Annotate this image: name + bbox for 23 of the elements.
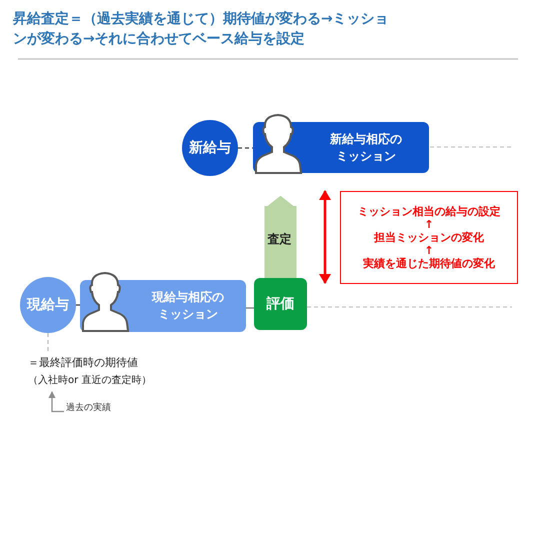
arrow-glyph: ↑ [424, 244, 434, 257]
node-label: 評価 [266, 295, 294, 313]
explanation-box [340, 191, 518, 284]
title: 昇給査定＝（過去実績を通じて）期待値が変わる→ミッションが変わる→それに合わせてベース給与を設定 [13, 10, 390, 49]
connector-line [47, 333, 49, 353]
explanation-text: 実績を通じた期待値の変化 [363, 257, 495, 270]
note-text: 過去の実績 [66, 402, 111, 414]
note-text: （入社時or 直近の査定時） [28, 374, 152, 388]
evaluation-box [254, 278, 307, 330]
node-label: 新給与 [189, 139, 231, 157]
node-label: 現給与 [27, 296, 69, 314]
arrow-glyph: ↑ [424, 218, 434, 231]
node-label: 現給与相応のミッション [150, 289, 225, 323]
arrow [48, 391, 64, 412]
explanation-text: ミッション相当の給与の設定 [358, 205, 500, 218]
arrow [319, 190, 331, 284]
edge-label: 査定 [268, 230, 292, 248]
block-arrow [264, 196, 296, 278]
connector-line [76, 304, 80, 306]
connector-line [238, 147, 253, 149]
note-text: ＝最終評価時の期待値 [28, 355, 138, 371]
node-label: 新給与相応のミッション [329, 130, 403, 164]
explanation-text: 担当ミッションの変化 [374, 231, 484, 244]
